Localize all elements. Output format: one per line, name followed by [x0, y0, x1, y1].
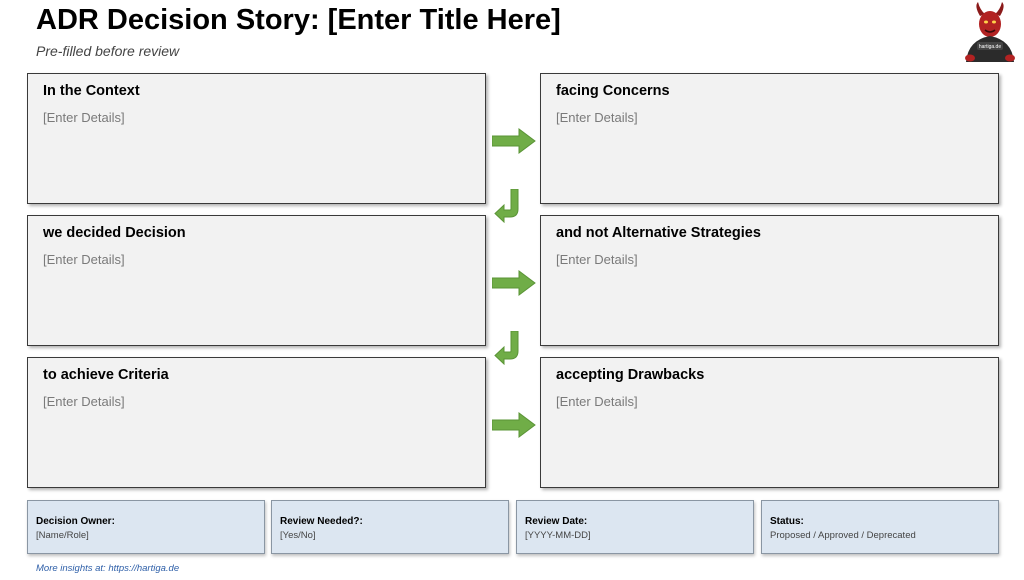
concerns-heading: facing Concerns	[556, 83, 670, 99]
status-box: Status: Proposed / Approved / Deprecated	[761, 500, 999, 554]
page-title: ADR Decision Story: [Enter Title Here]	[36, 4, 561, 36]
status-value[interactable]: Proposed / Approved / Deprecated	[770, 530, 916, 541]
decision-heading: we decided Decision	[43, 225, 186, 241]
drawbacks-panel: accepting Drawbacks [Enter Details]	[540, 357, 999, 488]
drawbacks-heading: accepting Drawbacks	[556, 367, 705, 383]
right-arrow-icon	[492, 128, 536, 154]
decision-owner-label: Decision Owner:	[36, 516, 115, 527]
right-arrow-icon	[492, 412, 536, 438]
review-date-label: Review Date:	[525, 516, 588, 527]
page-subtitle: Pre-filled before review	[36, 43, 180, 59]
criteria-details[interactable]: [Enter Details]	[43, 394, 125, 409]
right-arrow-icon	[492, 270, 536, 296]
review-needed-label: Review Needed?:	[280, 516, 363, 527]
decision-details[interactable]: [Enter Details]	[43, 252, 125, 267]
context-panel: In the Context [Enter Details]	[27, 73, 486, 204]
alternatives-panel: and not Alternative Strategies [Enter De…	[540, 215, 999, 346]
avatar: hartiga.de	[965, 2, 1015, 62]
avatar-badge-text: hartiga.de	[979, 44, 1001, 50]
decision-owner-value[interactable]: [Name/Role]	[36, 530, 89, 541]
criteria-panel: to achieve Criteria [Enter Details]	[27, 357, 486, 488]
turn-down-left-arrow-icon	[494, 331, 519, 365]
footer-link[interactable]: More insights at: https://hartiga.de	[36, 563, 180, 574]
review-date-box: Review Date: [YYYY-MM-DD]	[516, 500, 754, 554]
concerns-details[interactable]: [Enter Details]	[556, 110, 638, 125]
review-needed-value[interactable]: [Yes/No]	[280, 530, 316, 541]
review-needed-box: Review Needed?: [Yes/No]	[271, 500, 509, 554]
turn-down-left-arrow-icon	[494, 189, 519, 223]
alternatives-heading: and not Alternative Strategies	[556, 225, 761, 241]
concerns-panel: facing Concerns [Enter Details]	[540, 73, 999, 204]
context-details[interactable]: [Enter Details]	[43, 110, 125, 125]
decision-panel: we decided Decision [Enter Details]	[27, 215, 486, 346]
decision-owner-box: Decision Owner: [Name/Role]	[27, 500, 265, 554]
criteria-heading: to achieve Criteria	[43, 367, 169, 383]
status-label: Status:	[770, 516, 804, 527]
review-date-value[interactable]: [YYYY-MM-DD]	[525, 530, 591, 541]
alternatives-details[interactable]: [Enter Details]	[556, 252, 638, 267]
drawbacks-details[interactable]: [Enter Details]	[556, 394, 638, 409]
context-heading: In the Context	[43, 83, 140, 99]
